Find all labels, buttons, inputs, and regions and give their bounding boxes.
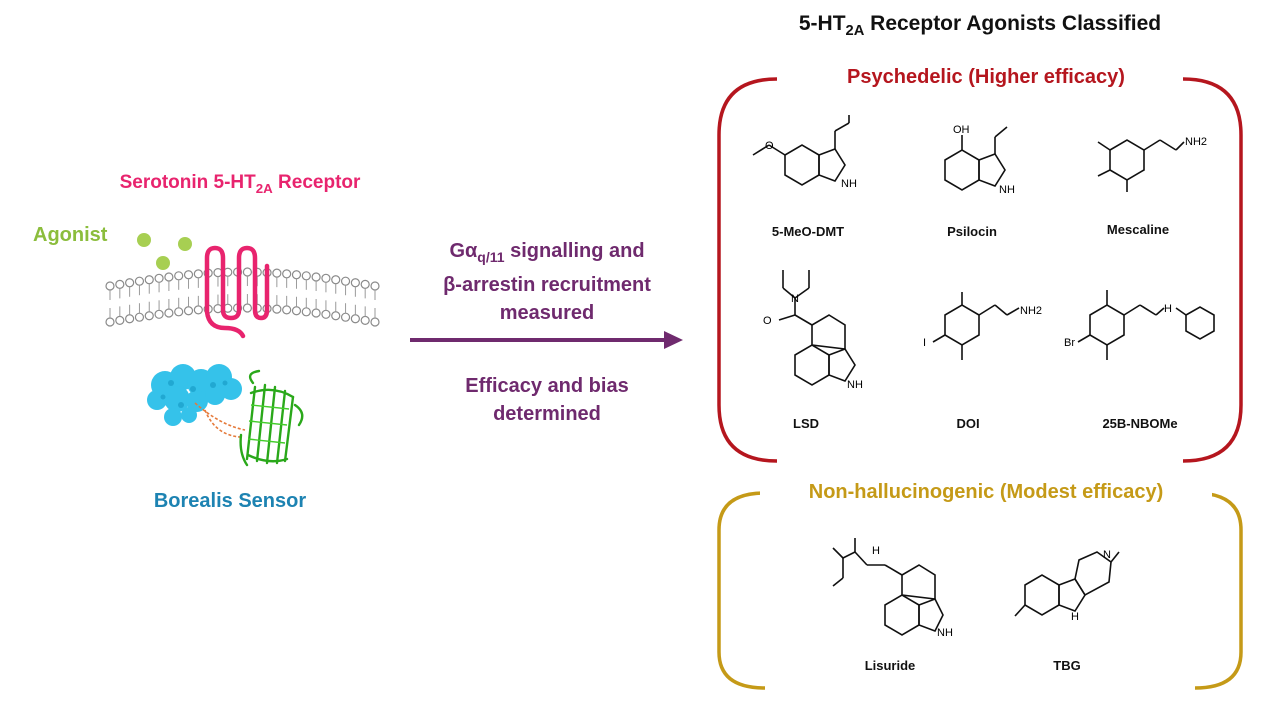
svg-text:NH: NH <box>847 379 863 391</box>
receptor-title: Serotonin 5-HT2A Receptor <box>119 172 361 196</box>
molecule-label-25b-nbome: 25B-NBOMe <box>1102 416 1178 431</box>
non-hallucinogenic-group-title: Non-hallucinogenic (Modest efficacy) <box>760 481 1212 504</box>
svg-text:H: H <box>872 545 880 557</box>
structure-tbg: H N <box>1014 549 1120 623</box>
molecule-label-doi: DOI <box>956 416 980 431</box>
molecule-label-psilocin: Psilocin <box>947 224 997 239</box>
agonist-label: Agonist <box>33 224 108 246</box>
agonist-particles <box>137 233 192 270</box>
structure-mescaline: NH2 <box>1097 136 1207 192</box>
svg-text:H: H <box>1164 303 1172 315</box>
svg-text:Br: Br <box>1064 337 1075 349</box>
svg-text:N: N <box>791 293 799 305</box>
psychedelic-group-title: Psychedelic (Higher efficacy) <box>800 66 1172 89</box>
svg-text:I: I <box>923 337 926 349</box>
structure-lsd: O N NH <box>763 270 863 391</box>
molecule-label-lisuride: Lisuride <box>864 658 916 673</box>
molecule-label-tbg: TBG <box>1053 658 1081 673</box>
svg-text:H: H <box>1071 611 1079 623</box>
molecule-label-lsd: LSD <box>793 416 819 431</box>
molecule-label-mescaline: Mescaline <box>1106 222 1170 237</box>
psychedelic-bracket <box>717 77 1243 463</box>
receptor-protein <box>204 245 270 339</box>
measurement-text: Gαq/11 signalling and β-arrestin recruit… <box>443 240 651 324</box>
structure-doi: NH2 I <box>923 292 1042 360</box>
result-text: Efficacy and bias determined <box>465 375 629 425</box>
svg-text:N: N <box>1103 549 1111 561</box>
svg-text:O: O <box>763 315 772 327</box>
non-hallucinogenic-bracket <box>717 491 1243 690</box>
process-arrow <box>410 331 683 349</box>
structure-5-meo-dmt: O NH <box>752 115 857 190</box>
svg-text:NH: NH <box>937 627 953 639</box>
structure-psilocin: OH NH <box>944 124 1015 196</box>
svg-text:NH2: NH2 <box>1185 136 1207 148</box>
svg-text:NH: NH <box>841 178 857 190</box>
structure-lisuride: H NH <box>832 538 953 639</box>
svg-text:NH: NH <box>999 184 1015 196</box>
structure-25b-nbome: H Br <box>1064 290 1215 360</box>
svg-text:OH: OH <box>953 124 970 136</box>
svg-text:NH2: NH2 <box>1020 305 1042 317</box>
page-title: 5-HT2A Receptor Agonists Classified <box>798 12 1162 40</box>
sensor-protein-illustration <box>147 364 304 467</box>
molecule-label-5-meo-dmt: 5-MeO-DMT <box>771 224 845 239</box>
svg-text:O: O <box>765 140 774 152</box>
sensor-label: Borealis Sensor <box>153 490 307 512</box>
